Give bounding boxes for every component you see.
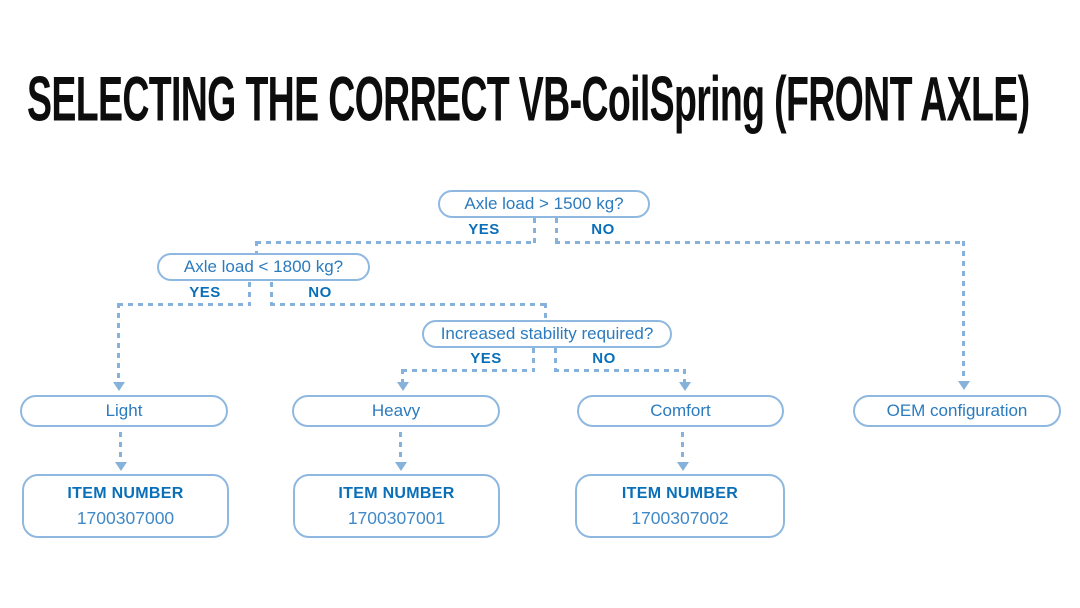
connector-l3-no-horizontal [554,369,686,372]
item-number-heading: ITEM NUMBER [338,485,455,502]
arrow-down-icon [115,462,127,471]
arrow-down-icon [395,462,407,471]
arrow-down-icon [958,381,970,390]
branch-label-yes: YES [470,350,502,367]
connector-l3-no-drop-comfort [683,369,686,382]
arrow-down-icon [677,462,689,471]
connector-l1-no-horizontal [555,241,965,244]
page-title: SELECTING THE CORRECT VB-CoilSpring (FRO… [27,63,1030,135]
item-number-value: 1700307000 [76,508,175,528]
connector-l1-no-drop-oem [962,241,965,381]
connector-l1-yes-stub [533,218,536,243]
outcome-heavy: Heavy [292,395,500,427]
connector-l2-no-stub [270,282,273,306]
connector-l2-yes-stub [248,282,251,306]
connector-l2-yes-drop-light [117,303,120,382]
connector-l3-yes-horizontal [402,369,535,372]
decision-axle-load-1500: Axle load > 1500 kg? [438,190,650,218]
branch-label-no: NO [591,221,615,238]
branch-label-no: NO [592,350,616,367]
item-number-value: 1700307001 [347,508,446,528]
item-card-comfort: ITEM NUMBER 1700307002 [575,474,785,538]
arrow-down-icon [113,382,125,391]
connector-l2-yes-horizontal [118,303,251,306]
outcome-light: Light [20,395,228,427]
connector-comfort-item [681,432,684,462]
branch-label-no: NO [308,284,332,301]
connector-l1-no-stub [555,218,558,243]
connector-light-item [119,432,122,462]
item-number-heading: ITEM NUMBER [621,485,739,502]
item-number-value: 1700307002 [631,508,729,528]
item-card-light: ITEM NUMBER 1700307000 [22,474,229,538]
connector-heavy-item [399,432,402,462]
outcome-comfort: Comfort [577,395,784,427]
connector-l3-no-stub [554,348,557,371]
connector-l1-yes-horizontal [256,241,536,244]
connector-l2-no-horizontal [270,303,547,306]
item-card-heavy: ITEM NUMBER 1700307001 [293,474,500,538]
branch-label-yes: YES [189,284,221,301]
decision-increased-stability: Increased stability required? [422,320,672,348]
connector-l1-yes-drop [255,241,258,253]
decision-axle-load-1800: Axle load < 1800 kg? [157,253,370,281]
arrow-down-icon [679,382,691,391]
connector-l3-yes-drop-heavy [401,369,404,382]
arrow-down-icon [397,382,409,391]
connector-l2-no-drop [544,303,547,320]
branch-label-yes: YES [468,221,500,238]
connector-l3-yes-stub [532,348,535,371]
item-number-heading: ITEM NUMBER [67,485,184,502]
outcome-oem-configuration: OEM configuration [853,395,1061,427]
